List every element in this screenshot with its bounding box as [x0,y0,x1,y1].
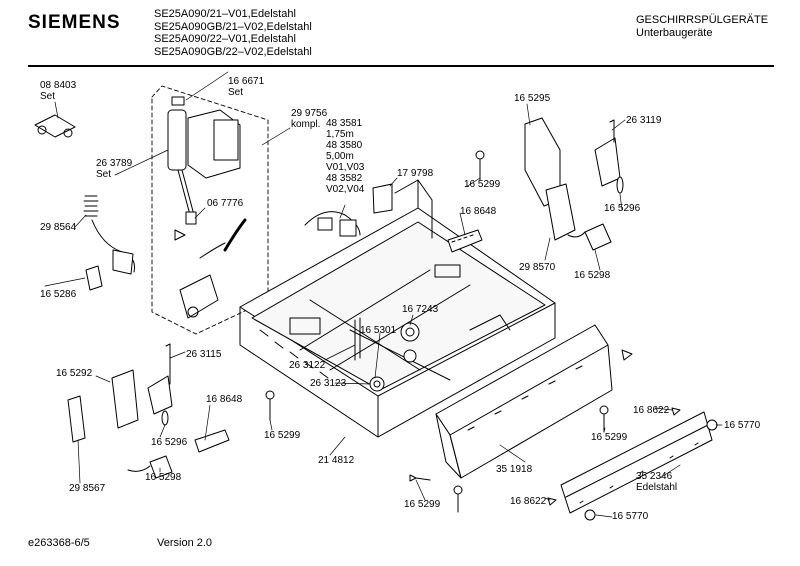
part-label: 16 7243 [402,304,439,315]
heat-strip-part [447,229,483,253]
part-label: 16 8622 [633,405,670,416]
category-subtitle: Unterbaugeräte [636,26,713,39]
clip-part-4 [547,497,557,506]
brand-logo: SIEMENS [28,12,121,33]
pump-assembly-part [167,96,247,319]
clip-part [85,265,103,291]
part-label: 16 5298 [574,270,611,281]
right-bracket-part [524,117,624,241]
kit-boundary [151,85,269,335]
category-block: GESCHIRRSPÜLGERÄTE Unterbaugeräte [636,14,768,39]
category-title: GESCHIRRSPÜLGERÄTE [636,14,769,26]
front-panel-part [435,324,613,479]
part-label: 16 5286 [40,289,77,300]
screw-part-4 [453,485,463,513]
part-label: 16 5299 [464,179,501,190]
part-label: 26 3115 [186,349,222,360]
part-label: 16 8622 [510,496,547,507]
clip-part-2 [621,349,633,361]
part-label: 26 3122 [289,360,326,371]
clip-part-3 [671,407,681,416]
foot-part [584,509,596,521]
part-label: 16 5292 [56,368,93,379]
part-label: 29 8564 [40,222,77,233]
base-tub-part [239,179,556,438]
part-label: 17 9798 [397,168,434,179]
screw-part-5 [409,474,431,482]
part-label: 26 3123 [310,378,347,389]
bellows-part [83,195,135,275]
hinge-part-left [149,455,173,479]
part-label: 16 8648 [460,206,497,217]
part-label: 21 4812 [318,455,355,466]
part-label: 16 5299 [264,430,301,441]
cable-part [304,211,361,237]
screw-part-2 [265,390,275,421]
part-label: 16 5296 [604,203,641,214]
plinth-panel-part [560,411,713,514]
leader-lines [44,71,723,518]
header-rule [28,65,774,67]
model-line: SE25A090/22–V01,Edelstahl [154,33,296,45]
left-bracket-part [67,343,173,443]
part-label: 29 8567 [69,483,106,494]
part-label: 16 5299 [591,432,628,443]
foot-part-2 [706,419,718,431]
seal-set-part [34,114,76,138]
part-label: 29 8570 [519,262,556,273]
part-label: 16 5770 [612,511,649,522]
heat-strip-part-left [194,429,230,453]
model-list: SE25A090/21–V01,Edelstahl SE25A090GB/21–… [154,8,312,58]
connector-part [372,183,393,214]
model-line: SE25A090GB/22–V02,Edelstahl [154,45,312,58]
screw-part [475,150,485,181]
part-label: 16 5296 [151,437,188,448]
part-label: 16 5295 [514,93,551,104]
version-label: Version 2.0 [157,537,213,549]
hinge-part-right [584,223,612,251]
part-label: 16 5298 [145,472,182,483]
part-label: 16 5299 [404,499,441,510]
part-label: 35 1918 [496,464,533,475]
drawing-code: e263368-6/5 [28,537,90,549]
model-line: SE25A090GB/21–V02,Edelstahl [154,20,312,33]
screw-part-3 [599,405,609,433]
part-label: 26 3119 [626,115,662,126]
part-label: 16 5301 [360,325,397,336]
model-line: SE25A090/21–V01,Edelstahl [154,8,296,20]
part-label: 06 7776 [207,198,244,209]
part-label: 16 8648 [206,394,243,405]
part-label: 16 5770 [724,420,761,431]
